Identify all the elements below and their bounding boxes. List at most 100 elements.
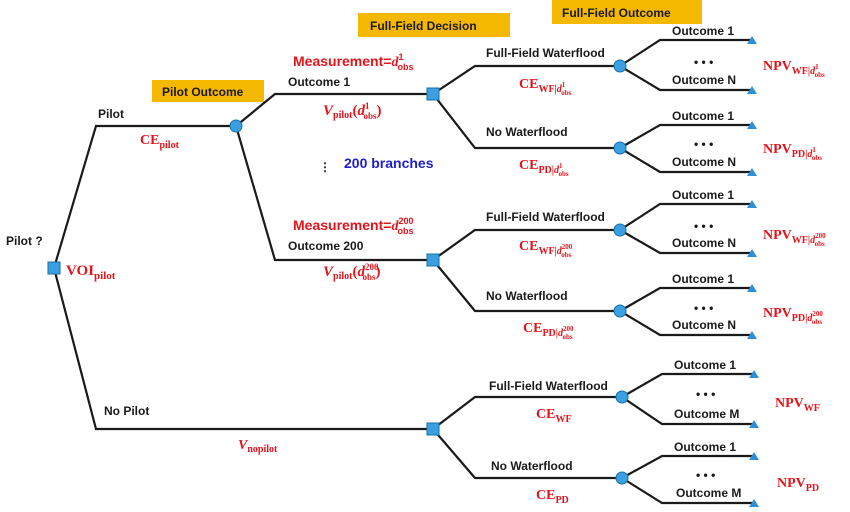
np-nw-label: No Waterflood [491, 459, 573, 473]
outcome-dots: • • • [694, 137, 713, 151]
terminal-triangle [747, 249, 757, 257]
npv-main: NPV [763, 306, 792, 321]
edge-o1-wf [431, 64, 622, 96]
v-arg-d: d [357, 264, 365, 280]
ce-sub: WF| [538, 84, 556, 95]
d-sup: 1 [398, 52, 403, 62]
d-sub: obs [397, 62, 413, 72]
edge-no-pilot [52, 266, 435, 431]
d-symbol: d [391, 219, 399, 234]
edge-outcome-1 [234, 92, 435, 128]
header-pilot-outcome: Pilot Outcome [152, 80, 264, 102]
npv-main: NPV [763, 142, 792, 157]
npv-d-sub: obs [815, 71, 825, 79]
npv-d: d [807, 149, 813, 160]
edge-o1-nw [431, 92, 622, 150]
outcome-first: Outcome 1 [672, 188, 734, 202]
chance-node-o1-nw [613, 141, 627, 155]
ce-main: CE [536, 407, 555, 422]
voi-sub: pilot [94, 270, 116, 282]
fan-np-nw [620, 454, 756, 505]
o200-wf-label: Full-Field Waterflood [486, 210, 605, 224]
terminal-triangle [747, 331, 757, 339]
root-label: Pilot ? [6, 234, 43, 248]
voi-main: VOI [66, 263, 94, 279]
ce-main: CE [519, 239, 538, 254]
ce-d-sub: obs [561, 251, 571, 259]
npv-sub: WF| [792, 235, 810, 246]
v-sub: nopilot [247, 444, 278, 455]
npv-d-sub: obs [812, 318, 822, 326]
terminal-triangle [747, 168, 757, 176]
o1-nw-label: No Waterflood [486, 125, 568, 139]
decision-node-o200 [426, 253, 440, 267]
v-sub: pilot [333, 110, 353, 121]
v-nopilot-label: Vnopilot [238, 438, 278, 455]
vertical-dots: ⋮ [319, 160, 331, 174]
npv-main: NPV [775, 396, 804, 411]
np-wf-ce: CEWF [536, 407, 572, 425]
ce-sub: WF| [538, 246, 556, 257]
ce-d-sup: 200 [563, 325, 574, 333]
npv-d: d [807, 313, 813, 324]
outcome-first: Outcome 1 [674, 358, 736, 372]
npv-d-sub: obs [815, 240, 825, 248]
ce-main: CE [523, 321, 542, 336]
np-wf-label: Full-Field Waterflood [489, 379, 608, 393]
header-label: Full-Field Decision [370, 19, 477, 33]
ce-d-sup: 1 [559, 162, 563, 170]
decision-node-nopilot [426, 422, 440, 436]
npv-main: NPV [763, 228, 792, 243]
header-label: Pilot Outcome [162, 85, 244, 99]
npv-sub: PD [806, 483, 819, 494]
v-main: V [323, 264, 335, 280]
v-arg-sub: obs [363, 111, 377, 121]
outcome-last: Outcome N [672, 236, 736, 250]
ce-d: d [557, 84, 563, 95]
edge-o200-wf [431, 228, 622, 262]
terminal-triangle [749, 370, 759, 378]
outcome-last: Outcome M [676, 486, 741, 500]
fan-o200-wf [618, 202, 754, 255]
measurement-prefix: Measurement= [293, 53, 391, 69]
npv-np-wf: NPVWF [775, 396, 820, 414]
header-box [152, 80, 264, 102]
chance-node-o200-wf [613, 223, 627, 237]
fan-o1-wf [618, 38, 754, 92]
v-open: ( [352, 264, 357, 280]
ce-main: CE [519, 77, 538, 92]
edge-np-wf [431, 395, 624, 431]
ce-sub: PD [555, 495, 568, 506]
v-arg-sup: 200 [365, 262, 379, 272]
ce-d-sub: obs [559, 170, 569, 178]
pilot-chance-node [229, 119, 243, 133]
terminal-triangle [749, 452, 759, 460]
npv-d-sup: 1 [812, 146, 816, 154]
ce-d-sub: obs [563, 333, 573, 341]
header-box [552, 0, 702, 24]
npv-d-sup: 1 [815, 63, 819, 71]
v-main: V [238, 438, 249, 453]
v-close: ) [376, 103, 381, 119]
terminal-triangle [749, 420, 759, 428]
chance-node-np-wf [615, 390, 629, 404]
outcome-first: Outcome 1 [672, 109, 734, 123]
ce-main: CE [140, 133, 159, 148]
ce-d-sup: 200 [562, 243, 573, 251]
outcome-last: Outcome N [672, 73, 736, 87]
npv-sub: WF [804, 403, 820, 414]
no-pilot-label: No Pilot [104, 404, 149, 418]
voi-pilot-label: VOIpilot [66, 263, 116, 282]
v-arg-d: d [357, 103, 365, 119]
ce-sub: WF [555, 414, 571, 425]
terminal-triangle [747, 86, 757, 94]
outcome-first: Outcome 1 [674, 440, 736, 454]
